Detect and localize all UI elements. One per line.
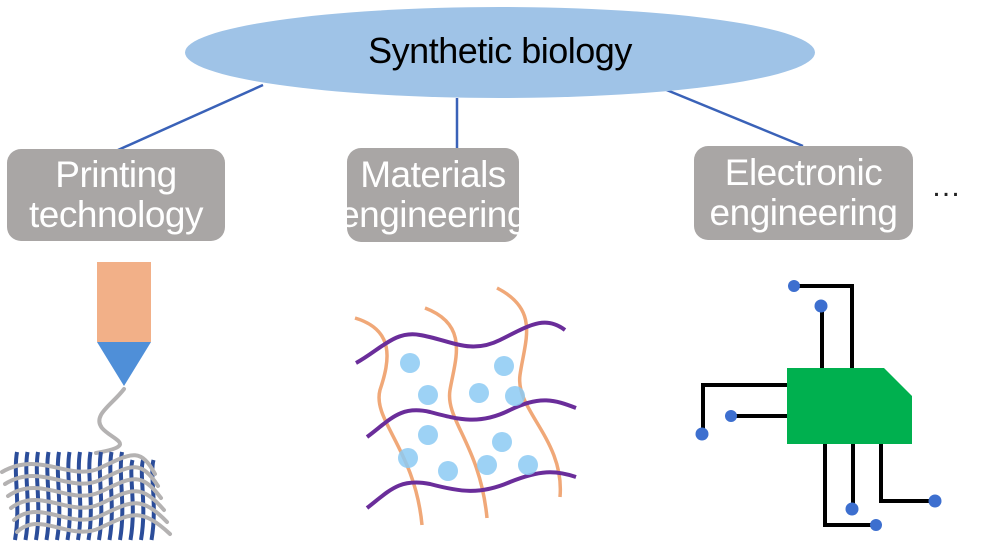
root-label: Synthetic biology	[368, 29, 632, 71]
branch-label-line: engineering	[339, 194, 527, 235]
particle	[438, 461, 458, 481]
woven-mesh-icon	[0, 451, 172, 541]
mesh-horizontal-filament	[0, 453, 157, 476]
particle	[494, 356, 514, 376]
printer-nozzle-icon	[94, 262, 151, 455]
polymer-network-icon	[354, 286, 577, 526]
mesh-horizontal-filament	[3, 465, 160, 488]
branch-label-line: engineering	[709, 192, 898, 233]
particle	[492, 432, 512, 452]
particle	[418, 385, 438, 405]
particle	[477, 455, 497, 475]
polymer-strand-purple	[365, 398, 577, 439]
particle	[398, 448, 418, 468]
polymer-strand-orange	[496, 286, 562, 498]
particle	[418, 425, 438, 445]
branch-electronic-engineering: Electronic engineering	[694, 146, 913, 240]
branch-printing-technology: Printing technology	[7, 149, 225, 241]
circuit-chip-icon	[695, 280, 942, 531]
branch-label-line: Printing	[55, 154, 177, 195]
mesh-horizontal-filament	[6, 477, 163, 500]
particle	[469, 383, 489, 403]
more-indicator: …	[931, 170, 961, 203]
polymer-strand-orange	[424, 306, 489, 519]
polymer-strand-orange	[354, 316, 424, 526]
mesh-vertical-strand	[128, 459, 135, 541]
connector-electronic	[651, 82, 804, 148]
connector-printing	[117, 83, 264, 152]
branch-label-line: Electronic	[724, 152, 883, 193]
particle	[518, 455, 538, 475]
mesh-vertical-strand	[107, 451, 114, 541]
polymer-strand-purple	[365, 470, 577, 510]
particle	[505, 386, 525, 406]
mesh-vertical-strand	[23, 451, 30, 541]
mesh-horizontal-filament	[15, 513, 172, 536]
mesh-horizontal-filament	[9, 489, 166, 512]
branch-label-line: Materials	[360, 154, 506, 195]
mesh-horizontal-filament	[12, 501, 169, 524]
branch-label-line: technology	[29, 194, 203, 235]
particle	[400, 353, 420, 373]
root-node: Synthetic biology	[185, 7, 815, 98]
branch-materials-engineering: Materials engineering	[339, 148, 527, 242]
polymer-strand-purple	[355, 320, 567, 365]
mesh-vertical-strand	[149, 459, 156, 541]
mesh-vertical-strand	[34, 451, 41, 541]
